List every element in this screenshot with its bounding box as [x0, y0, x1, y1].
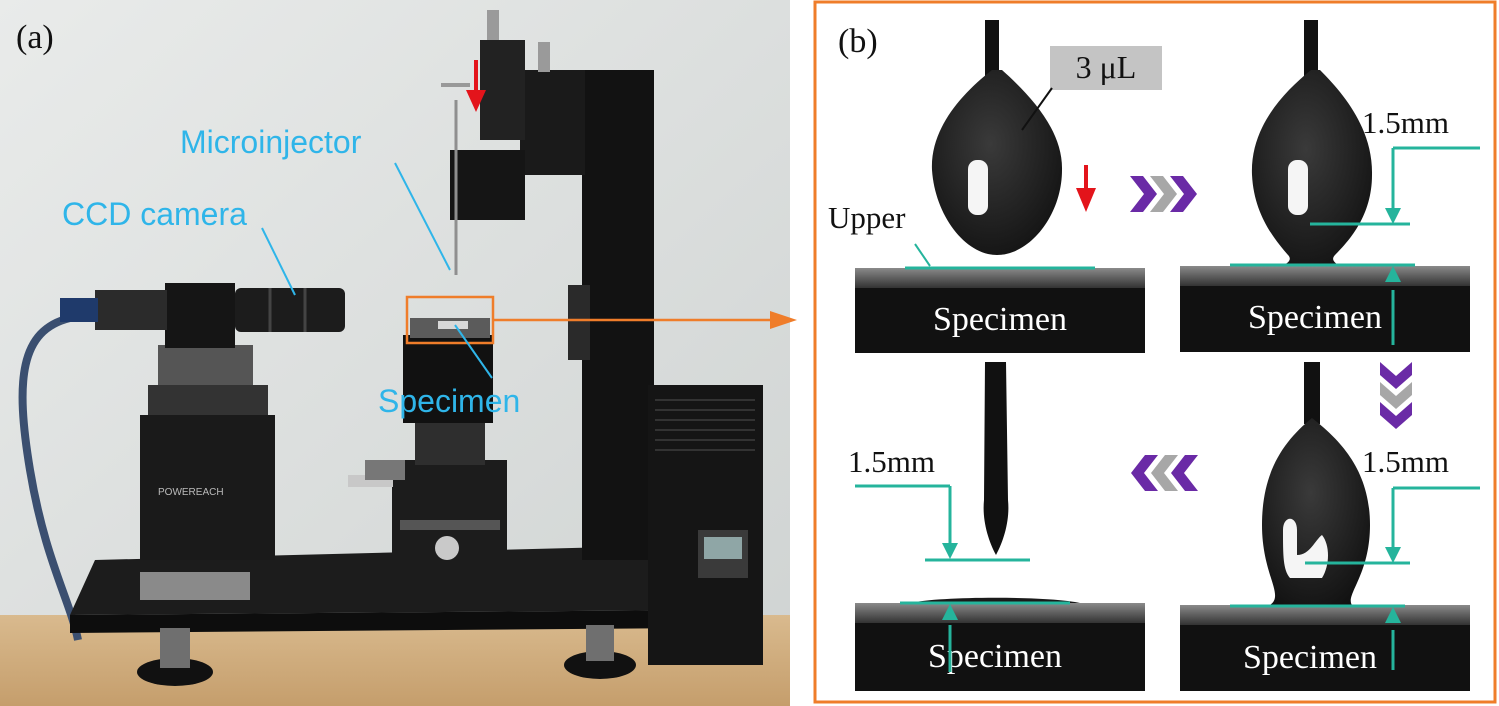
camera-base-brand: POWEREACH — [158, 487, 224, 498]
ccd-camera-label: CCD camera — [62, 196, 247, 232]
stage-knob — [435, 536, 459, 560]
base-label-plate — [140, 572, 250, 600]
upper-leader — [914, 243, 931, 267]
droplet-2 — [1251, 70, 1373, 268]
camera-stage-top — [158, 345, 253, 385]
specimen-block-4 — [855, 623, 1145, 691]
specimen-block-2 — [1180, 286, 1470, 352]
frame-contact: Specimen 1.5mm — [1180, 20, 1480, 352]
dimension-label-2: 1.5mm — [1362, 105, 1449, 140]
specimen-label-2: Specimen — [1248, 299, 1382, 336]
specimen-label-4: Specimen — [928, 638, 1062, 675]
red-arrow-a-head — [466, 90, 486, 112]
volume-label: 3 μL — [1076, 49, 1137, 85]
volume-tag — [1050, 46, 1162, 90]
foot-right-screw — [586, 625, 614, 661]
foot-left-screw — [160, 628, 190, 668]
highlight-arrow-head — [770, 311, 797, 329]
red-arrow-b-head — [1076, 188, 1096, 212]
frame-approach: Specimen Upper 3 μL — [828, 20, 1162, 353]
controller-box — [648, 385, 763, 665]
surface-rough-4 — [855, 603, 1145, 625]
panel-a: POWEREACH — [0, 0, 797, 706]
volume-leader — [1021, 87, 1053, 131]
chevrons-left — [1131, 455, 1198, 491]
foot-left — [137, 658, 213, 686]
camera-base-box — [140, 415, 275, 560]
syringe-slide — [480, 40, 525, 140]
droplet-1-reflection — [968, 160, 988, 215]
panel-b: (b) Specimen Upper 3 μL — [813, 0, 1497, 704]
camera-connector — [60, 298, 98, 322]
microinjector-label: Microinjector — [180, 124, 362, 160]
specimen-block-1 — [855, 288, 1145, 353]
sample-holder — [403, 335, 493, 423]
specimen-label-1: Specimen — [933, 301, 1067, 338]
specimen-block-3 — [1180, 625, 1470, 691]
surface-rough-1 — [855, 268, 1145, 290]
dimension-3 — [1230, 486, 1480, 670]
needle-2 — [1304, 20, 1318, 78]
foot-right — [564, 651, 636, 679]
dimension-4 — [855, 484, 1070, 672]
chevrons-right — [1130, 176, 1197, 212]
frame-residue: Specimen 1.5mm — [848, 362, 1145, 691]
droplet-1 — [931, 70, 1063, 255]
camera-lens — [235, 288, 345, 332]
needle-4 — [983, 362, 1009, 555]
lab-jack — [415, 420, 485, 465]
needle-1 — [985, 20, 999, 78]
surface-rough-3 — [1180, 605, 1470, 627]
specimen-label-3: Specimen — [1243, 639, 1377, 676]
tower-column — [582, 70, 654, 560]
ccd-camera-leader — [261, 227, 296, 296]
dimension-label-4: 1.5mm — [848, 444, 935, 479]
dimension-label-3: 1.5mm — [1362, 444, 1449, 479]
microinjector-leader — [394, 162, 451, 271]
specimen-leader — [454, 324, 493, 379]
dimension-2 — [1230, 146, 1480, 345]
specimen-label-a: Specimen — [378, 383, 520, 419]
syringe-knob-top — [487, 10, 499, 40]
chevrons-down — [1380, 362, 1412, 429]
camera-cable — [18, 314, 82, 641]
panel-a-label: (a) — [16, 19, 54, 56]
ccd-camera-body — [165, 283, 235, 348]
base-plate-edge — [70, 610, 700, 633]
camera-xy-stage — [148, 385, 268, 415]
upper-label: Upper — [828, 200, 906, 235]
frame-detach: Specimen 1.5mm — [1180, 362, 1480, 691]
panel-b-label: (b) — [838, 23, 878, 60]
camera-head — [95, 290, 167, 330]
needle-3 — [1304, 362, 1320, 424]
tower-switch — [568, 285, 590, 360]
surface-rough-2 — [1180, 266, 1470, 288]
droplet-2-reflection — [1288, 160, 1308, 215]
microinjector-holder — [450, 150, 525, 220]
vertical-slide — [520, 70, 585, 175]
